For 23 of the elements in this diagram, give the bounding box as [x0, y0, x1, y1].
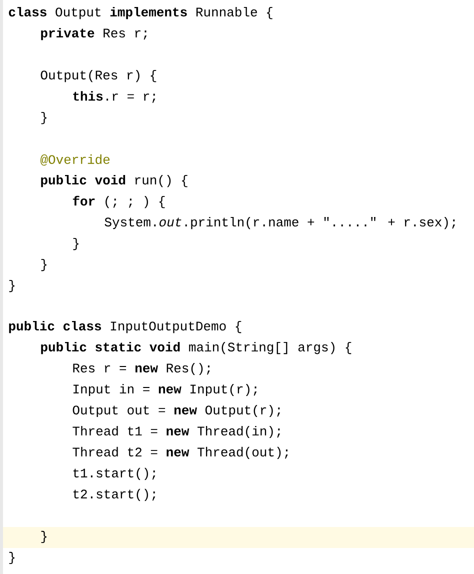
code-line: @Override — [40, 154, 110, 166]
code-line: } — [41, 112, 47, 124]
code-line: t2.start(); — [73, 488, 156, 502]
code-line: public static void main(String[] args) { — [41, 342, 352, 354]
code-line: } — [73, 238, 79, 250]
code-line: System.out.println(r.name + "....." + r.sex); — [104, 216, 455, 230]
code-line: public void run() { — [41, 174, 188, 188]
code-line: Input in = new Input(r); — [73, 384, 257, 396]
code-line: } — [41, 258, 47, 272]
code-line: public class InputOutputDemo { — [9, 320, 242, 334]
code-line: } — [9, 552, 15, 564]
code-line: class Output implements Runnable { — [8, 6, 272, 20]
code-line: private Res r; — [41, 28, 147, 40]
code-line: t1.start(); — [73, 468, 156, 480]
code-line: Res r = new Res(); — [73, 362, 210, 376]
code-line: Thread t2 = new Thread(out); — [72, 446, 288, 460]
code-line: Output out = new Output(r); — [72, 404, 280, 418]
code-line: Thread t1 = new Thread(in); — [72, 426, 280, 438]
code-line: } — [9, 280, 15, 292]
code-line: for (; ; ) { — [72, 196, 165, 208]
code-line: this.r = r; — [73, 91, 156, 103]
code-line: } — [41, 530, 47, 544]
code-line: Output(Res r) { — [40, 70, 156, 82]
